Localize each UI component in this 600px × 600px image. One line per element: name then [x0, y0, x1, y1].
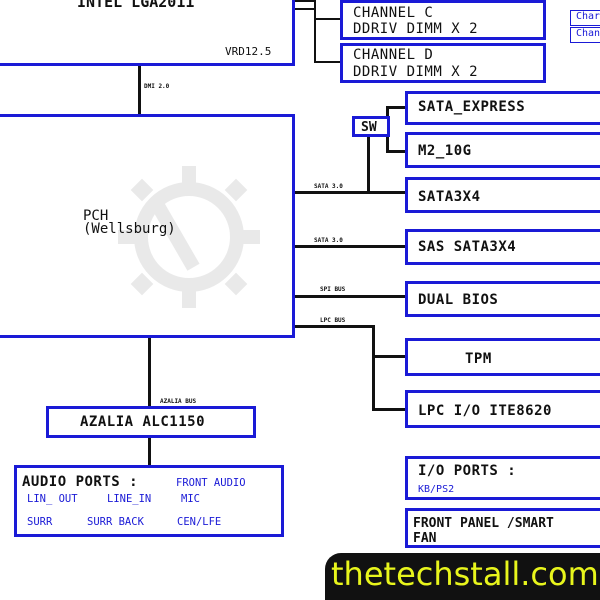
- channel-c-block: CHANNEL C DDRIV DIMM X 2: [340, 0, 546, 40]
- lpc-bus-label: LPC BUS: [320, 317, 346, 324]
- vrd-label: VRD12.5: [225, 45, 272, 58]
- front-panel-line1: FRONT PANEL /SMART: [413, 516, 554, 531]
- io-ports-title: I/O PORTS :: [418, 463, 517, 479]
- channel-c-desc: DDRIV DIMM X 2: [353, 21, 479, 37]
- audio-mic: MIC: [181, 493, 200, 505]
- lpc-io-label: LPC I/O ITE8620: [418, 403, 552, 419]
- audio-line-out: LIN_ OUT: [27, 493, 78, 505]
- dmi-bus-label: DMI 2.0: [144, 83, 170, 90]
- channel-d-desc: DDRIV DIMM X 2: [353, 64, 479, 80]
- channel-c-h: [314, 18, 340, 20]
- audio-cen-lfe: CEN/LFE: [177, 516, 222, 528]
- sas-bus-h: [295, 245, 405, 248]
- spi-bus-label: SPI BUS: [320, 286, 346, 293]
- audio-ports-title: AUDIO PORTS :: [22, 474, 139, 490]
- pch-line1: PCH: [83, 208, 109, 224]
- sata3x4-block: SATA3X4: [405, 177, 600, 213]
- switch-block: SW: [352, 116, 390, 137]
- dmi-link: [138, 66, 141, 114]
- sata-bus-label-1: SATA 3.0: [314, 183, 343, 190]
- audio-line-in: LINE_IN: [107, 493, 152, 505]
- io-ports-sub: KB/PS2: [418, 484, 455, 495]
- cpu-title: INTEL LGA2011: [77, 0, 195, 11]
- sata-express-label: SATA_EXPRESS: [418, 99, 526, 115]
- io-ports-block: I/O PORTS : KB/PS2: [405, 456, 600, 500]
- sata-express-block: SATA_EXPRESS: [405, 91, 600, 125]
- channel-c-link: [295, 0, 315, 2]
- front-panel-block: FRONT PANEL /SMART FAN: [405, 508, 600, 548]
- spi-bus-h: [295, 295, 405, 298]
- channel-d-name: CHANNEL D: [353, 47, 434, 63]
- tpm-block: TPM: [405, 338, 600, 376]
- channel-d-block: CHANNEL D DDRIV DIMM X 2: [340, 43, 546, 83]
- channel-c-name: CHANNEL C: [353, 5, 434, 21]
- front-panel-line2: FAN: [413, 531, 437, 546]
- edge-label-2: Chan: [576, 28, 600, 39]
- azalia-bus-v: [148, 338, 151, 408]
- switch-label: SW: [361, 120, 377, 135]
- pch-block: PCH (Wellsburg): [0, 114, 295, 338]
- cpu-channel-link: [295, 8, 315, 10]
- pch-line2: (Wellsburg): [83, 221, 176, 237]
- sw-to-sataexpress: [386, 106, 406, 109]
- azalia-bus-label: AZALIA BUS: [160, 398, 197, 405]
- cpu-block: INTEL LGA2011 VRD12.5: [0, 0, 295, 66]
- tpm-label: TPM: [465, 351, 492, 367]
- audio-surr: SURR: [27, 516, 53, 528]
- m2-label: M2_10G: [418, 143, 472, 159]
- edge-block-2: Chan: [570, 27, 600, 43]
- dual-bios-label: DUAL BIOS: [418, 292, 499, 308]
- channel-d-h: [314, 61, 340, 63]
- lpc-io-block: LPC I/O ITE8620: [405, 390, 600, 428]
- azalia-label: AZALIA ALC1150: [80, 414, 206, 430]
- dual-bios-block: DUAL BIOS: [405, 281, 600, 317]
- sw-down: [367, 136, 370, 193]
- lpc-bus-v: [372, 325, 375, 410]
- audio-surr-back: SURR BACK: [87, 516, 144, 528]
- sas-label: SAS SATA3X4: [418, 239, 517, 255]
- sas-block: SAS SATA3X4: [405, 229, 600, 265]
- lpc-to-tpm: [372, 355, 406, 358]
- sw-to-m2: [386, 150, 406, 153]
- sata-bus-h: [295, 191, 405, 194]
- audio-front: FRONT AUDIO: [176, 477, 246, 489]
- sata3x4-label: SATA3X4: [418, 189, 481, 205]
- channel-bus-vertical: [314, 0, 316, 62]
- m2-block: M2_10G: [405, 132, 600, 168]
- lpc-bus-h: [295, 325, 375, 328]
- edge-block-1: Char: [570, 10, 600, 26]
- lpc-to-io: [372, 408, 406, 411]
- edge-label-1: Char: [576, 11, 600, 22]
- azalia-to-audio: [148, 438, 151, 466]
- sata-bus-label-2: SATA 3.0: [314, 237, 343, 244]
- audio-ports-block: AUDIO PORTS : FRONT AUDIO LIN_ OUT LINE_…: [14, 465, 284, 537]
- gear-watermark-icon: [118, 166, 260, 308]
- azalia-block: AZALIA ALC1150: [46, 406, 256, 438]
- site-watermark: thetechstall.com: [325, 553, 600, 600]
- site-watermark-text: thetechstall.com: [331, 555, 599, 593]
